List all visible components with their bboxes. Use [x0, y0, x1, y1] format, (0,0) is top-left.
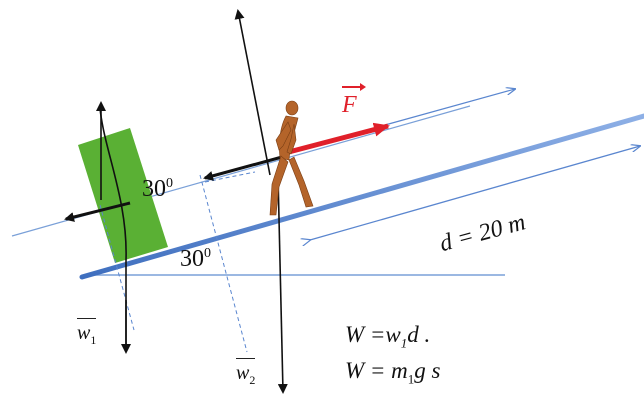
w2-arrow — [277, 174, 288, 394]
equation-2-right: g s — [414, 358, 441, 383]
dashed-projection-1 — [99, 204, 135, 331]
angle-top-value: 30 — [142, 176, 166, 202]
equation-line-1: W =w1d . — [345, 322, 431, 351]
w1-letter: w — [77, 322, 91, 344]
block-parallel-arrow — [64, 201, 131, 222]
w1-subscript: 1 — [90, 333, 97, 347]
w2-letter: w — [236, 362, 250, 384]
tension-arrow — [203, 155, 283, 181]
block-vertical-line — [99, 107, 127, 345]
w2-label: w2 — [236, 358, 256, 388]
force-vector-bar — [342, 83, 366, 90]
force-label: F — [342, 83, 366, 119]
angle-bottom-degree: 0 — [204, 246, 211, 261]
w1-label: w1 — [77, 318, 97, 348]
w1-vector-bar — [77, 318, 97, 320]
equation-2-left: W = m — [345, 358, 408, 383]
angle-top-degree: 0 — [166, 176, 173, 191]
angle-bottom-value: 30 — [180, 246, 204, 272]
equation-1-right: d . — [407, 322, 431, 347]
angle-label-top: 300 — [142, 176, 173, 203]
upper-motion-arrow — [384, 89, 515, 126]
dashed-projection-2 — [199, 174, 248, 353]
force-arrow — [284, 122, 390, 156]
w2-subscript: 2 — [249, 373, 256, 387]
w2-vector-bar — [236, 358, 256, 360]
angle-label-bottom: 300 — [180, 246, 211, 273]
person-up-arrow — [234, 9, 271, 176]
equation-line-2: W = m1g s — [345, 358, 441, 387]
equation-1-left: W =w — [345, 322, 401, 347]
distance-arrow — [310, 146, 640, 240]
force-letter: F — [342, 92, 357, 118]
person-figure — [269, 100, 314, 216]
